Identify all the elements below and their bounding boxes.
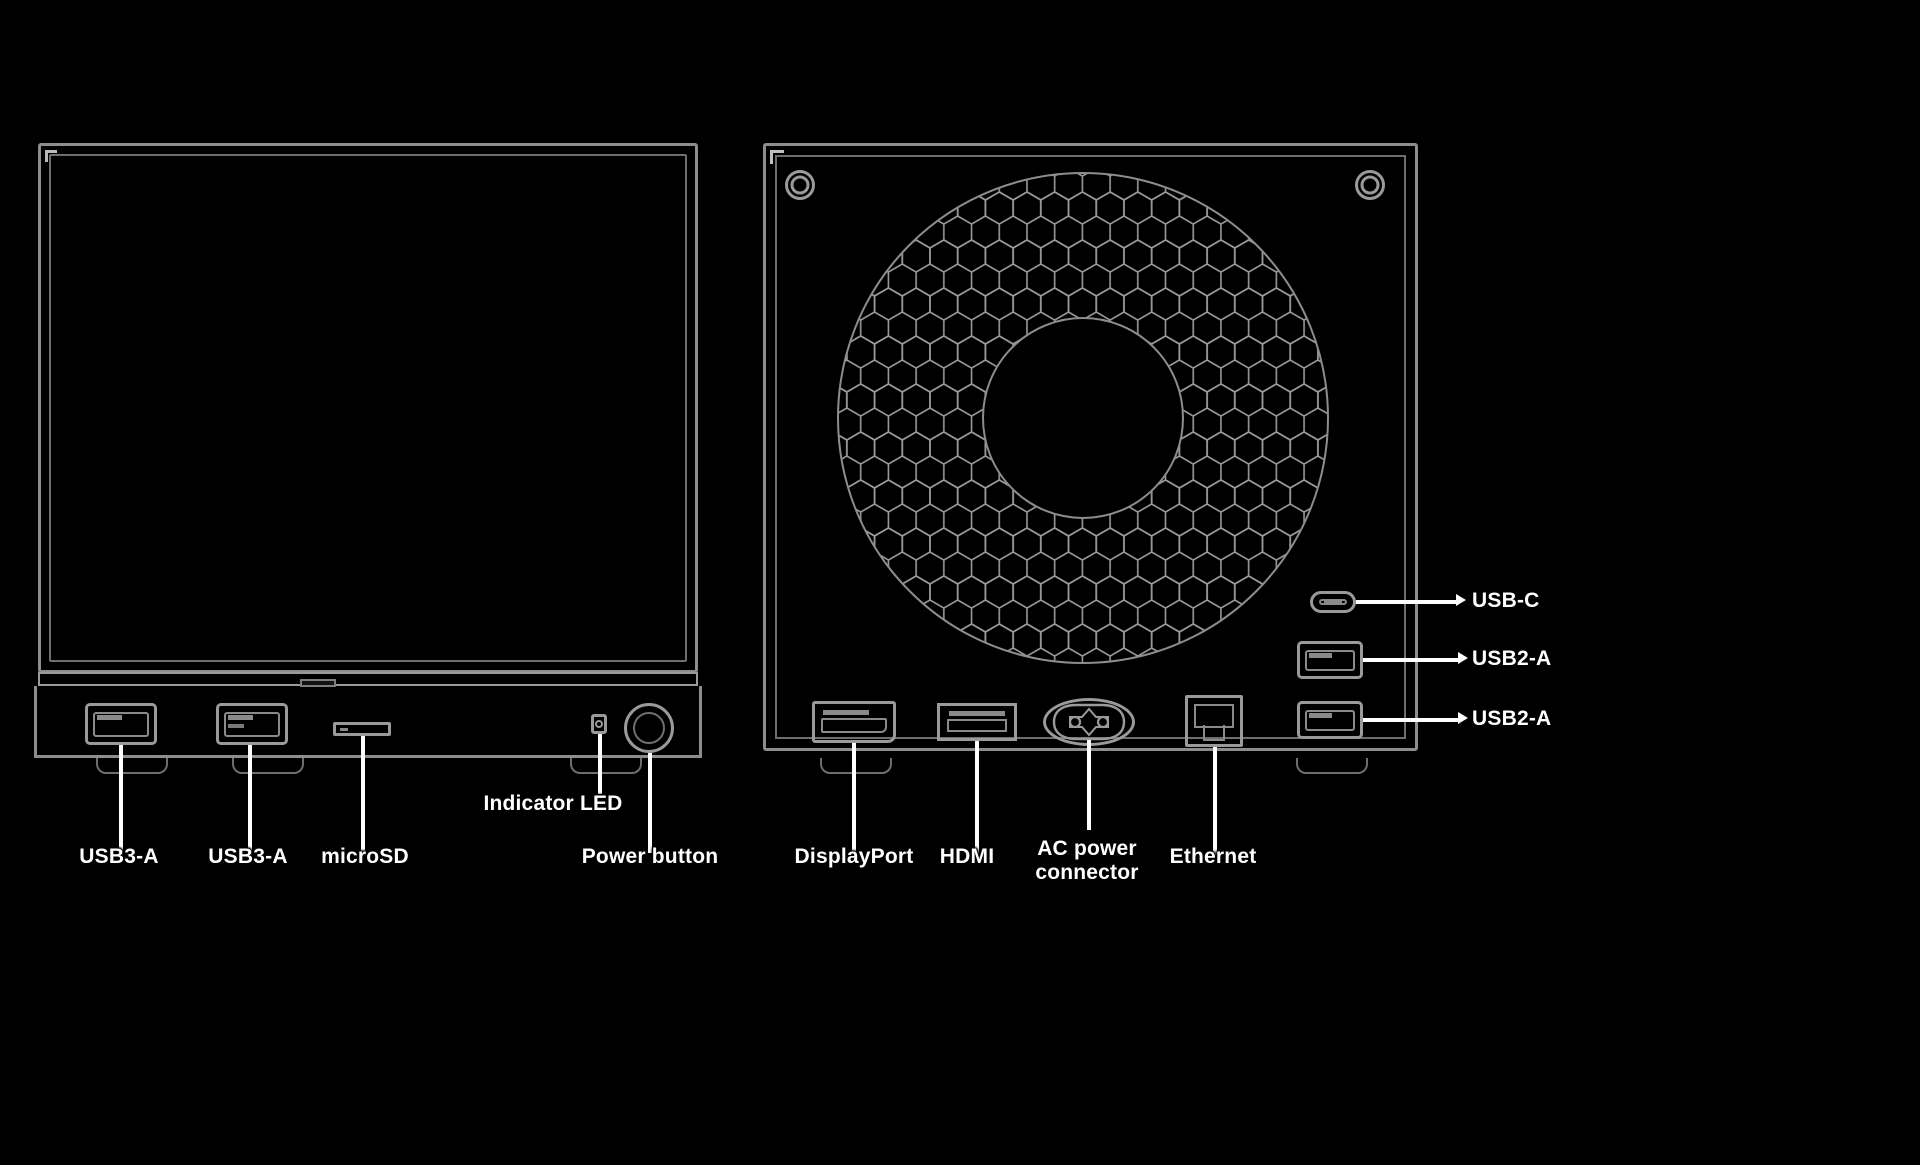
leader-line-usb2a-top — [1363, 658, 1458, 662]
power-button-ring — [633, 712, 665, 744]
front-strip-notch — [300, 679, 336, 687]
rj45-inner-shell — [1194, 704, 1234, 728]
hdmi-top-bar — [949, 711, 1005, 716]
front-foot-right — [570, 758, 642, 774]
label-displayport: DisplayPort — [794, 845, 914, 868]
microsd-slot-icon[interactable] — [333, 722, 391, 736]
leader-line-usb3a-right — [248, 745, 252, 855]
usb-a-inner-shell — [1305, 710, 1355, 731]
leader-line-usb2a-bottom — [1363, 718, 1458, 722]
front-port-strip — [34, 686, 702, 758]
back-foot-right — [1296, 758, 1368, 774]
leader-line-power-button — [648, 753, 652, 853]
usb-a-inner-shell — [1305, 650, 1355, 671]
front-panel-corner-mark — [45, 150, 57, 162]
leader-line-microsd — [361, 736, 365, 855]
label-microsd: microSD — [321, 845, 409, 868]
label-hdmi: HDMI — [939, 845, 995, 868]
leader-line-displayport — [852, 743, 856, 855]
usb-a-contact-tongue — [228, 715, 254, 720]
label-ac-power-connector: AC power connector — [1035, 837, 1139, 885]
arrow-head-usb2a-bottom — [1458, 712, 1468, 724]
front-panel-lip — [38, 672, 698, 686]
usb-a-port-icon[interactable] — [1297, 701, 1363, 739]
leader-line-indicator-led — [598, 734, 602, 794]
rj45-ethernet-icon[interactable] — [1185, 695, 1243, 747]
power-button-icon[interactable] — [624, 703, 674, 753]
usb-a-contact-tongue-2 — [228, 724, 244, 728]
label-usb2a-top: USB2-A — [1472, 647, 1552, 670]
displayport-inner-shell — [821, 718, 887, 733]
label-usb3a-right: USB3-A — [208, 845, 288, 868]
screw-icon — [785, 170, 815, 200]
usb-a-port-icon[interactable] — [85, 703, 157, 745]
leader-line-usb3a-left — [119, 745, 123, 855]
arrow-head-usb2a-top — [1458, 652, 1468, 664]
displayport-icon[interactable] — [812, 701, 896, 743]
hdmi-inner-shell — [947, 719, 1007, 732]
usb-a-inner-shell — [224, 712, 280, 737]
label-indicator-led: Indicator LED — [483, 792, 623, 815]
usb-a-inner-shell — [93, 712, 149, 737]
ac-power-connector-icon[interactable] — [1043, 698, 1135, 746]
front-foot-left — [96, 758, 168, 774]
leader-line-ac-power — [1087, 740, 1091, 830]
led-indicator-icon — [591, 714, 607, 734]
front-panel-body — [38, 143, 698, 673]
usb-a-contact-tongue — [1309, 653, 1332, 658]
front-panel-inner-border — [49, 154, 687, 662]
led-dot — [595, 720, 603, 728]
displayport-top-bar — [823, 710, 869, 715]
label-usb3a-left: USB3-A — [79, 845, 159, 868]
arrow-head-usb-c — [1456, 594, 1466, 606]
leader-line-hdmi — [975, 741, 979, 855]
label-power-button: Power button — [581, 845, 719, 868]
usb-a-contact-tongue — [97, 715, 123, 720]
leader-line-usb-c — [1356, 600, 1456, 604]
usb-a-contact-tongue — [1309, 713, 1332, 718]
leader-line-ethernet — [1213, 747, 1217, 855]
back-panel-corner-mark — [770, 150, 784, 164]
usb-a-port-icon[interactable] — [216, 703, 288, 745]
back-foot-left — [820, 758, 892, 774]
screw-icon — [1355, 170, 1385, 200]
label-usb-c: USB-C — [1472, 589, 1540, 612]
label-usb2a-bottom: USB2-A — [1472, 707, 1552, 730]
rj45-latch-tab — [1203, 725, 1225, 741]
usb-c-inner-shell — [1319, 599, 1347, 605]
front-foot-mid — [232, 758, 304, 774]
usb-a-port-icon[interactable] — [1297, 641, 1363, 679]
hdmi-port-icon[interactable] — [937, 703, 1017, 741]
usb-c-port-icon[interactable] — [1310, 591, 1356, 613]
usb-c-contact-bar — [1324, 600, 1342, 604]
label-ethernet: Ethernet — [1169, 845, 1257, 868]
ac-connector-glyph — [1052, 703, 1126, 741]
